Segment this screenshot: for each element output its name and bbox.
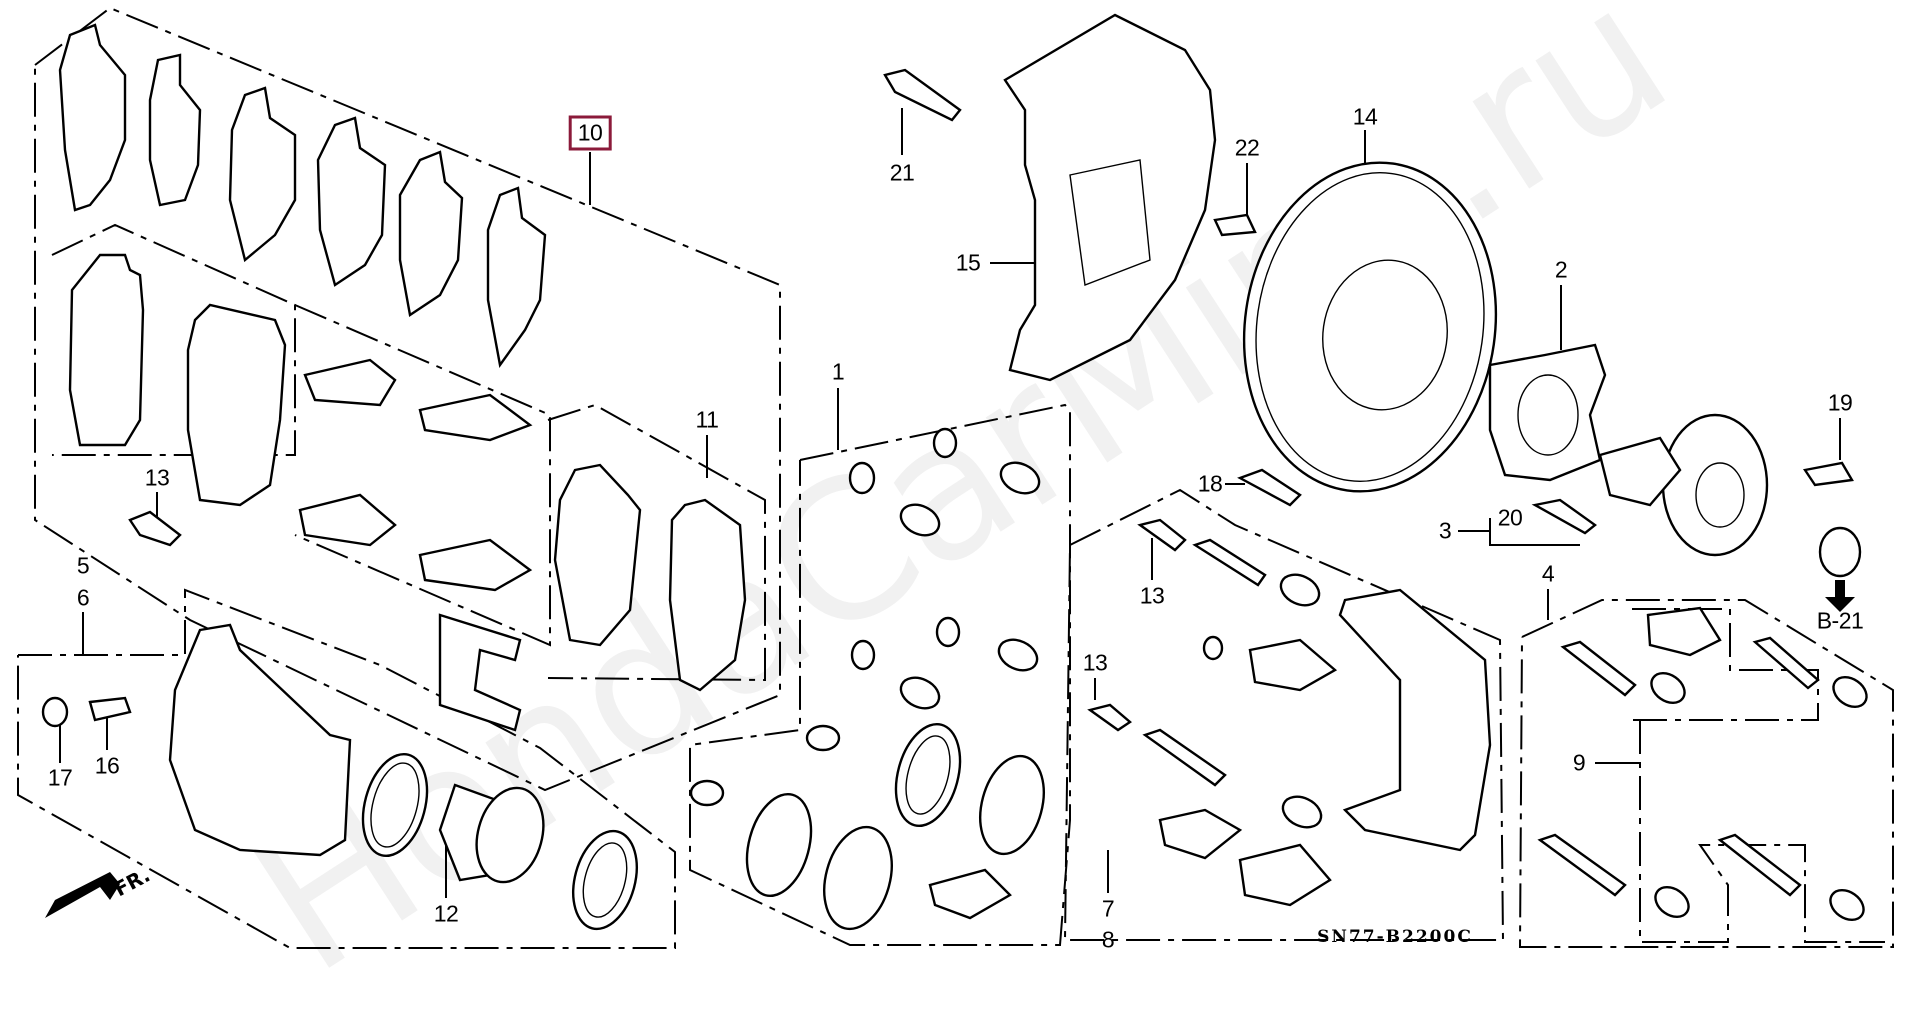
hub-nut [1818, 526, 1862, 578]
part-label-13b[interactable]: 13 [1139, 582, 1165, 609]
part-label-12[interactable]: 12 [433, 900, 459, 927]
drawing-code: SN77-B2200C [1317, 927, 1473, 947]
bleeder-screw-16 [88, 696, 132, 722]
reference-label-b21[interactable]: B-21 [1816, 607, 1864, 634]
part-label-10[interactable]: 10 [568, 115, 612, 151]
part-label-22[interactable]: 22 [1234, 134, 1260, 161]
grease-packet-2 [1158, 808, 1243, 860]
bolt-20 [1531, 498, 1597, 535]
part-label-13a[interactable]: 13 [144, 464, 170, 491]
shim-6 [486, 186, 547, 368]
leader-3b [1489, 518, 1580, 546]
group-outline-1 [689, 403, 1071, 946]
clip-bracket-1 [1248, 638, 1338, 692]
clip-3 [298, 493, 397, 547]
part-label-4[interactable]: 4 [1541, 560, 1555, 587]
part-label-19[interactable]: 19 [1827, 389, 1853, 416]
part-label-21[interactable]: 21 [889, 159, 915, 186]
part-label-11[interactable]: 11 [695, 406, 719, 433]
clip-1 [303, 358, 397, 407]
leader-3 [1458, 518, 1491, 532]
part-label-7[interactable]: 7 [1101, 895, 1115, 922]
part-label-18[interactable]: 18 [1197, 470, 1223, 497]
parts-diagram: HondaCarMine.ru [17, 0, 1894, 1016]
clip-4 [418, 538, 533, 592]
diagram-drawing [17, 6, 1894, 949]
part-label-9[interactable]: 9 [1572, 749, 1586, 776]
bleeder-cap-17 [41, 696, 69, 728]
knuckle-hub-2 [1488, 343, 1607, 482]
pin-kit-contents [1537, 606, 1868, 922]
pad-left-inner [68, 253, 145, 447]
shim-3 [228, 86, 297, 263]
reference-arrow [1825, 580, 1855, 612]
group-outline-9b [1639, 720, 1885, 943]
caliper-bracket [1338, 588, 1492, 852]
shim-set [58, 23, 547, 368]
guide-pin-2 [1142, 728, 1227, 787]
caliper-body [168, 623, 352, 857]
group-outline-11 [547, 403, 766, 682]
grease-packet-1 [928, 868, 1012, 920]
pad-set-11 [553, 463, 747, 692]
part-label-17[interactable]: 17 [47, 764, 73, 791]
anti-rattle-spring [438, 613, 522, 732]
hub-flange-3 [1661, 413, 1769, 557]
part-label-1[interactable]: 1 [831, 358, 845, 385]
part-label-20[interactable]: 20 [1497, 504, 1523, 531]
bolt-22 [1213, 213, 1257, 237]
bolt-13a [128, 510, 182, 547]
guide-pin-1 [1192, 538, 1267, 587]
group-outline-bracket [1063, 488, 1505, 941]
shim-2 [148, 53, 202, 207]
bolt-13c [1087, 703, 1132, 732]
pin-1 [1560, 640, 1637, 697]
grease-packet-3 [1646, 606, 1722, 657]
pin-3 [1537, 833, 1627, 897]
pad-11-inner [553, 463, 642, 647]
group-outline-caliper [17, 588, 676, 949]
bolt-21 [883, 68, 962, 122]
part-label-16[interactable]: 16 [94, 752, 120, 779]
bracket-contents [1087, 518, 1492, 907]
dust-boot [572, 829, 638, 931]
pad-11-outer [668, 498, 747, 692]
shim-4 [316, 116, 387, 287]
shim-5 [398, 150, 464, 318]
bolt-18 [1237, 468, 1302, 507]
part-label-6[interactable]: 6 [76, 584, 90, 611]
part-label-15[interactable]: 15 [955, 249, 981, 276]
group-outline-9a [1632, 608, 1819, 721]
part-label-3[interactable]: 3 [1438, 517, 1452, 544]
shim-1 [58, 23, 127, 212]
pin-2 [1752, 636, 1820, 690]
pin-4 [1717, 833, 1802, 897]
part-label-2[interactable]: 2 [1554, 256, 1568, 283]
pad-clips [298, 358, 533, 592]
brake-disc-14 [1242, 161, 1498, 493]
bolt-13b [1137, 518, 1187, 552]
pad-left-outer [186, 303, 287, 507]
bolt-19 [1802, 461, 1854, 487]
part-label-5[interactable]: 5 [76, 552, 90, 579]
seal-small-1 [848, 461, 876, 495]
part-label-14[interactable]: 14 [1352, 103, 1378, 130]
clip-bracket-2 [1238, 843, 1332, 907]
piston-seal [361, 752, 429, 858]
part-label-8[interactable]: 8 [1101, 926, 1115, 953]
group-outline-clips [294, 304, 551, 647]
pad-set-left [68, 253, 287, 507]
clip-2 [418, 393, 533, 442]
group-outline-10 [34, 6, 781, 792]
seal-kit-contents [689, 427, 1045, 931]
splash-guard-15 [1003, 13, 1217, 382]
front-arrow-icon [45, 872, 120, 918]
group-outline-4 [1518, 599, 1894, 948]
part-label-13c[interactable]: 13 [1082, 649, 1108, 676]
